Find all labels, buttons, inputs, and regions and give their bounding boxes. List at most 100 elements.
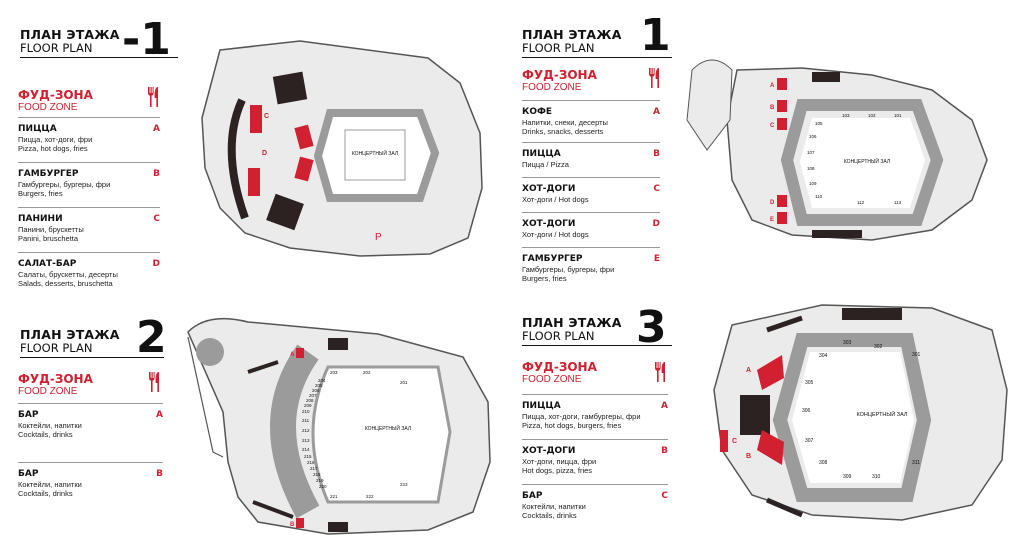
food-item: ПИЦЦА Пицца / Pizza B <box>522 142 660 177</box>
floor-number: -1 <box>122 14 171 65</box>
sector-label: 209 <box>304 403 312 408</box>
sector-label: 220 <box>319 484 327 489</box>
fork-knife-icon <box>654 362 668 387</box>
food-list: КОФЕ Напитки, снеки, десерты Drinks, sna… <box>522 100 660 289</box>
sector-label: 218 <box>313 472 321 477</box>
booth-letter: B <box>290 522 295 528</box>
hall-label: КОНЦЕРТНЫЙ ЗАЛ <box>857 410 908 418</box>
floor-panel-3: ПЛАН ЭТАЖА FLOOR PLAN 3 ФУД-ЗОНА FOOD ZO… <box>512 276 1024 553</box>
sector-label: 302 <box>874 344 883 350</box>
sector-label: 304 <box>819 353 828 359</box>
floor-map-1: КОНЦЕРТНЫЙ ЗАЛ A B C D E 101 102 103 105… <box>686 59 988 241</box>
sector-label: 204 <box>318 378 326 383</box>
sector-label: 310 <box>872 474 881 480</box>
sector-label: 306 <box>802 408 811 414</box>
sector-label: 216 <box>307 460 315 465</box>
food-item-name: ХОТ-ДОГИ <box>522 219 576 229</box>
food-item-desc-ru: Коктейли, напитки <box>522 502 586 511</box>
food-item-desc-en: Drinks, snacks, desserts <box>522 127 604 136</box>
booth-marker <box>294 156 314 182</box>
sector-label: 108 <box>807 166 815 171</box>
floor-number: 1 <box>640 10 671 61</box>
title-divider <box>20 57 178 58</box>
booth-marker <box>777 118 787 130</box>
sector-label: 214 <box>302 447 310 452</box>
food-item: ГАМБУРГЕР Гамбургеры, бургеры, фри Burge… <box>18 162 160 207</box>
hall-floor <box>800 118 925 208</box>
sector-label: 211 <box>302 418 310 423</box>
food-item: ПАНИНИ Панини, брускетты Panini, brusche… <box>18 207 160 252</box>
booth-letter: E <box>770 217 774 223</box>
sector-label: 101 <box>894 113 902 118</box>
hall-label: КОНЦЕРТНЫЙ ЗАЛ <box>844 157 890 165</box>
food-zone-title-en: FOOD ZONE <box>522 374 582 385</box>
food-item: БАР Коктейли, напитки Cocktails, drinks … <box>18 462 163 509</box>
booth-letter: B <box>301 171 306 178</box>
food-item-letter: A <box>653 107 660 117</box>
booth-marker <box>296 518 304 528</box>
stairs-ring <box>772 333 932 502</box>
food-item-name: ГАМБУРГЕР <box>522 254 583 264</box>
booth-marker <box>720 430 728 452</box>
floor-panel-2: ПЛАН ЭТАЖА FLOOR PLAN 2 ФУД-ЗОНА FOOD ZO… <box>0 276 512 553</box>
floor-title-ru: ПЛАН ЭТАЖА <box>20 327 120 342</box>
booth-letter: C <box>770 123 775 129</box>
fork-knife-icon <box>148 372 162 397</box>
title-divider <box>522 57 672 58</box>
sector-label: 205 <box>315 383 323 388</box>
booth-letter: C <box>264 113 269 120</box>
sector-label: 112 <box>857 200 865 205</box>
sector-label: 102 <box>868 113 876 118</box>
food-item-desc-ru: Напитки, снеки, десерты <box>522 118 608 127</box>
sector-label: 311 <box>912 460 920 466</box>
food-item-name: ПИЦЦА <box>522 401 561 411</box>
food-zone-title-en: FOOD ZONE <box>18 102 78 113</box>
food-item-desc-en: Burgers, fries <box>18 189 63 198</box>
food-item: БАР Коктейли, напитки Cocktails, drinks … <box>18 403 163 462</box>
booth-marker <box>777 100 787 112</box>
booth-letter: D <box>770 200 775 206</box>
stage-block <box>344 129 406 181</box>
stairs-arc <box>270 344 320 519</box>
floor-number: 3 <box>636 302 667 353</box>
sector-label: 301 <box>912 352 921 358</box>
food-item-desc-ru: Хот-доги, пицца, фри <box>522 457 597 466</box>
sector-label: 203 <box>330 370 338 375</box>
food-item-desc-ru: Пицца, хот-доги, гамбургеры, фри <box>522 412 641 421</box>
food-item-letter: B <box>661 446 668 456</box>
kiosk-block <box>328 522 348 532</box>
sector-label: 221 <box>330 494 338 499</box>
food-item-name: ГАМБУРГЕР <box>18 169 79 179</box>
title-divider <box>20 357 164 358</box>
floor-title-en: FLOOR PLAN <box>20 41 93 55</box>
sector-label: 213 <box>302 438 310 443</box>
bar-counter <box>766 315 803 333</box>
food-item-letter: B <box>653 149 660 159</box>
booth-marker <box>757 430 784 465</box>
food-item: ПИЦЦА Пицца, хот-доги, фри Pizza, hot do… <box>18 117 160 162</box>
sector-label: 219 <box>316 478 324 483</box>
booth-marker <box>777 212 787 224</box>
food-item-desc-en: Cocktails, drinks <box>18 489 73 498</box>
sector-label: 105 <box>815 121 823 126</box>
food-item-desc-en: Pizza, hot dogs, burgers, fries <box>522 421 622 430</box>
food-item: САЛАТ-БАР Салаты, брускетты, десерты Sal… <box>18 252 160 297</box>
sector-label: 113 <box>894 200 902 205</box>
food-item-letter: D <box>152 259 160 269</box>
food-item-name: ПИЦЦА <box>522 149 561 159</box>
food-item-desc-ru: Хот-доги / Hot dogs <box>522 230 589 239</box>
booth-marker <box>777 195 787 207</box>
booth-marker <box>294 124 314 150</box>
sector-label: 110 <box>815 194 823 199</box>
floor-panel-minus1: ПЛАН ЭТАЖА FLOOR PLAN -1 ФУД-ЗОНА FOOD Z… <box>0 0 512 288</box>
food-item-name: ХОТ-ДОГИ <box>522 184 576 194</box>
food-item-letter: C <box>653 184 660 194</box>
food-item-desc-en: Panini, bruschetta <box>18 234 79 243</box>
food-item-desc-ru: Пицца, хот-доги, фри <box>18 135 93 144</box>
food-item: ХОТ-ДОГИ Хот-доги / Hot dogs D <box>522 212 660 247</box>
sector-label: 212 <box>302 428 310 433</box>
kiosk-block <box>842 308 902 320</box>
food-item-desc-ru: Пицца / Pizza <box>522 160 569 169</box>
food-item-name: САЛАТ-БАР <box>18 259 77 269</box>
food-item-letter: E <box>653 254 660 264</box>
